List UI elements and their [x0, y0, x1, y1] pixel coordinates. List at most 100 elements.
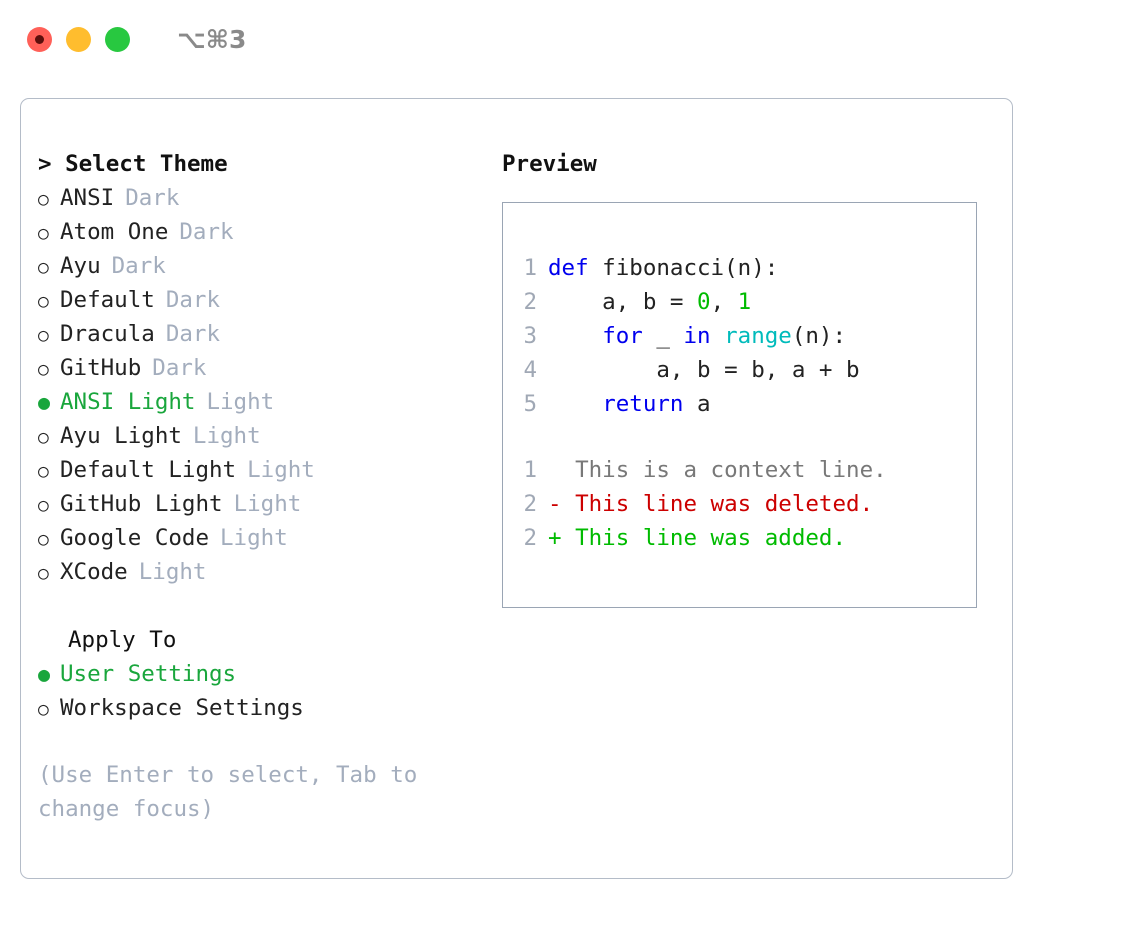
traffic-light-group: [27, 26, 130, 52]
radio-unselected-icon[interactable]: ○: [38, 189, 49, 210]
diff-line: 2- This line was deleted.: [515, 487, 887, 521]
list-spacer: [38, 589, 498, 623]
code-token: fibonacci(n):: [588, 255, 779, 281]
code-token: [711, 323, 725, 349]
line-number: 3: [523, 323, 537, 349]
line-number: 5: [523, 391, 537, 417]
radio-unselected-icon[interactable]: ○: [38, 529, 49, 550]
radio-unselected-icon[interactable]: ○: [38, 495, 49, 516]
theme-variant-label: Dark: [125, 185, 180, 211]
theme-variant-label: Dark: [111, 253, 166, 279]
window-titlebar: ⌥⌘3: [0, 0, 1140, 78]
select-theme-heading: > Select Theme: [38, 151, 228, 177]
line-number: 1: [523, 457, 537, 483]
apply-to-row[interactable]: ● User Settings: [38, 657, 498, 691]
diff-text: This is a context line.: [575, 457, 887, 483]
radio-unselected-icon[interactable]: ○: [38, 563, 49, 584]
theme-name: Ayu Light: [60, 423, 182, 449]
theme-name: GitHub Light: [60, 491, 223, 517]
line-number: 4: [523, 357, 537, 383]
theme-name: Default: [60, 287, 155, 313]
theme-row[interactable]: ○ ANSI Dark: [38, 181, 498, 215]
theme-variant-label: Light: [192, 423, 261, 449]
minimize-button[interactable]: [66, 26, 91, 52]
diff-preview: 1 This is a context line.2- This line wa…: [515, 453, 887, 555]
apply-to-label: Workspace Settings: [60, 695, 304, 721]
diff-marker: -: [548, 491, 576, 517]
diff-line: 1 This is a context line.: [515, 453, 887, 487]
theme-variant-label: Light: [247, 457, 315, 483]
code-token: for: [602, 323, 643, 349]
code-token: a: [683, 391, 711, 417]
diff-marker: [548, 457, 575, 483]
code-token: def: [548, 255, 589, 281]
radio-unselected-icon[interactable]: ○: [38, 223, 49, 244]
code-token: ,: [710, 289, 738, 315]
close-button[interactable]: [27, 26, 52, 52]
code-token: _: [642, 323, 684, 349]
radio-unselected-icon[interactable]: ○: [38, 359, 49, 380]
line-number: 2: [523, 491, 537, 517]
radio-unselected-icon[interactable]: ○: [38, 291, 49, 312]
code-line: 1 def fibonacci(n):: [515, 251, 860, 285]
theme-variant-label: Light: [206, 389, 275, 415]
code-line: 3 for _ in range(n):: [515, 319, 860, 353]
apply-to-list[interactable]: ● User Settings ○ Workspace Settings: [38, 657, 498, 725]
code-line: 5 return a: [515, 387, 860, 421]
radio-unselected-icon[interactable]: ○: [38, 325, 49, 346]
theme-variant-label: Dark: [152, 355, 207, 381]
theme-variant-label: Light: [138, 559, 207, 585]
keyboard-hint-text: (Use Enter to select, Tab to change focu…: [38, 762, 431, 822]
theme-row[interactable]: ○ XCode Light: [38, 555, 498, 589]
theme-name: Dracula: [60, 321, 155, 347]
theme-variant-label: Dark: [165, 287, 221, 313]
apply-to-row[interactable]: ○ Workspace Settings: [38, 691, 498, 725]
theme-name: Default Light: [60, 457, 237, 483]
preview-heading: Preview: [502, 151, 597, 177]
code-line: 4 a, b = b, a + b: [515, 353, 860, 387]
keyboard-shortcut-label: ⌥⌘3: [177, 24, 247, 54]
radio-unselected-icon[interactable]: ○: [38, 461, 49, 482]
line-number: 1: [523, 255, 537, 281]
theme-name: XCode: [60, 559, 128, 585]
theme-row[interactable]: ○ Ayu Light Light: [38, 419, 498, 453]
apply-to-heading: Apply To: [68, 627, 177, 653]
code-token: [548, 323, 602, 349]
radio-selected-icon[interactable]: ●: [38, 662, 51, 686]
theme-variant-label: Light: [220, 525, 288, 551]
theme-row[interactable]: ○ Default Dark: [38, 283, 498, 317]
radio-selected-icon[interactable]: ●: [38, 390, 51, 414]
theme-row[interactable]: ○ GitHub Dark: [38, 351, 498, 385]
diff-text: This line was added.: [575, 525, 847, 551]
theme-name: ANSI: [60, 185, 115, 211]
line-number: 2: [523, 289, 537, 315]
theme-name: GitHub: [60, 355, 142, 381]
code-token: 1: [737, 289, 752, 315]
code-token: in: [683, 323, 711, 349]
code-token: a, b = b, a + b: [548, 357, 860, 383]
theme-row[interactable]: ○ Default Light Light: [38, 453, 498, 487]
radio-unselected-icon[interactable]: ○: [38, 427, 49, 448]
code-token: range: [724, 323, 792, 349]
radio-unselected-icon[interactable]: ○: [38, 699, 49, 720]
apply-to-label: User Settings: [60, 661, 237, 687]
line-number: 2: [523, 525, 537, 551]
radio-unselected-icon[interactable]: ○: [38, 257, 49, 278]
diff-text: This line was deleted.: [575, 491, 874, 517]
code-token: a, b =: [548, 289, 698, 315]
code-token: return: [602, 391, 684, 417]
theme-name: Atom One: [60, 219, 169, 245]
code-token: [548, 391, 602, 417]
maximize-button[interactable]: [105, 26, 130, 52]
